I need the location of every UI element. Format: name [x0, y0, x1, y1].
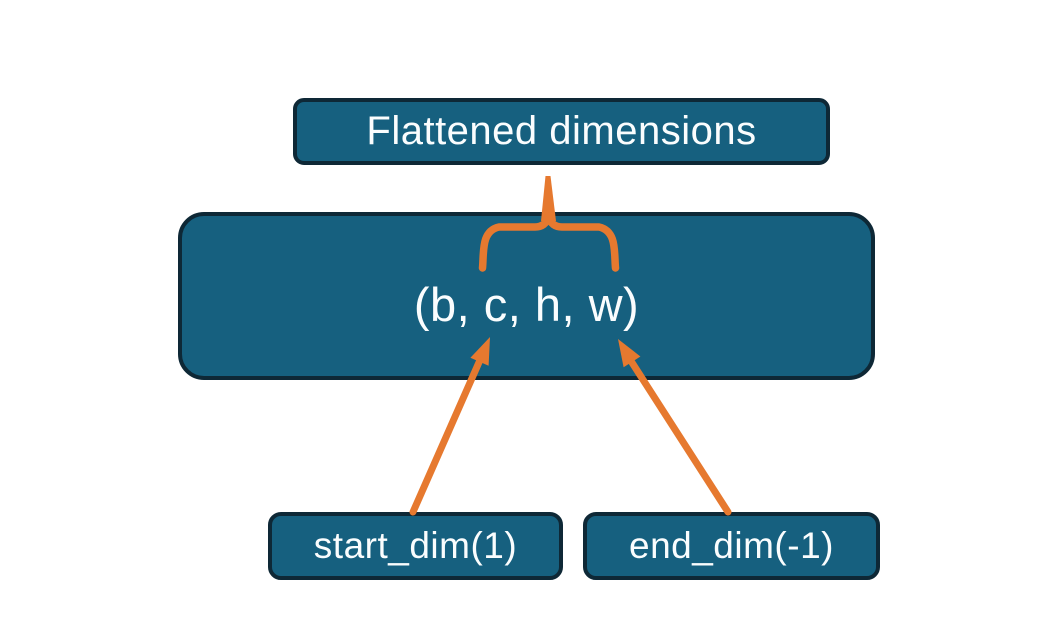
tensor-shape-box: (b, c, h, w) [178, 212, 875, 380]
flattened-dimensions-box: Flattened dimensions [293, 98, 830, 165]
arrow-end-dim-shaft [627, 357, 732, 516]
flattened-dimensions-label: Flattened dimensions [366, 109, 757, 153]
start-dim-label: start_dim(1) [313, 525, 518, 566]
start-dim-box: start_dim(1) [268, 512, 563, 580]
end-dim-label: end_dim(-1) [629, 525, 834, 566]
tensor-shape-label: (b, c, h, w) [413, 277, 640, 331]
end-dim-box: end_dim(-1) [583, 512, 880, 580]
arrow-start-dim-shaft [409, 356, 484, 516]
